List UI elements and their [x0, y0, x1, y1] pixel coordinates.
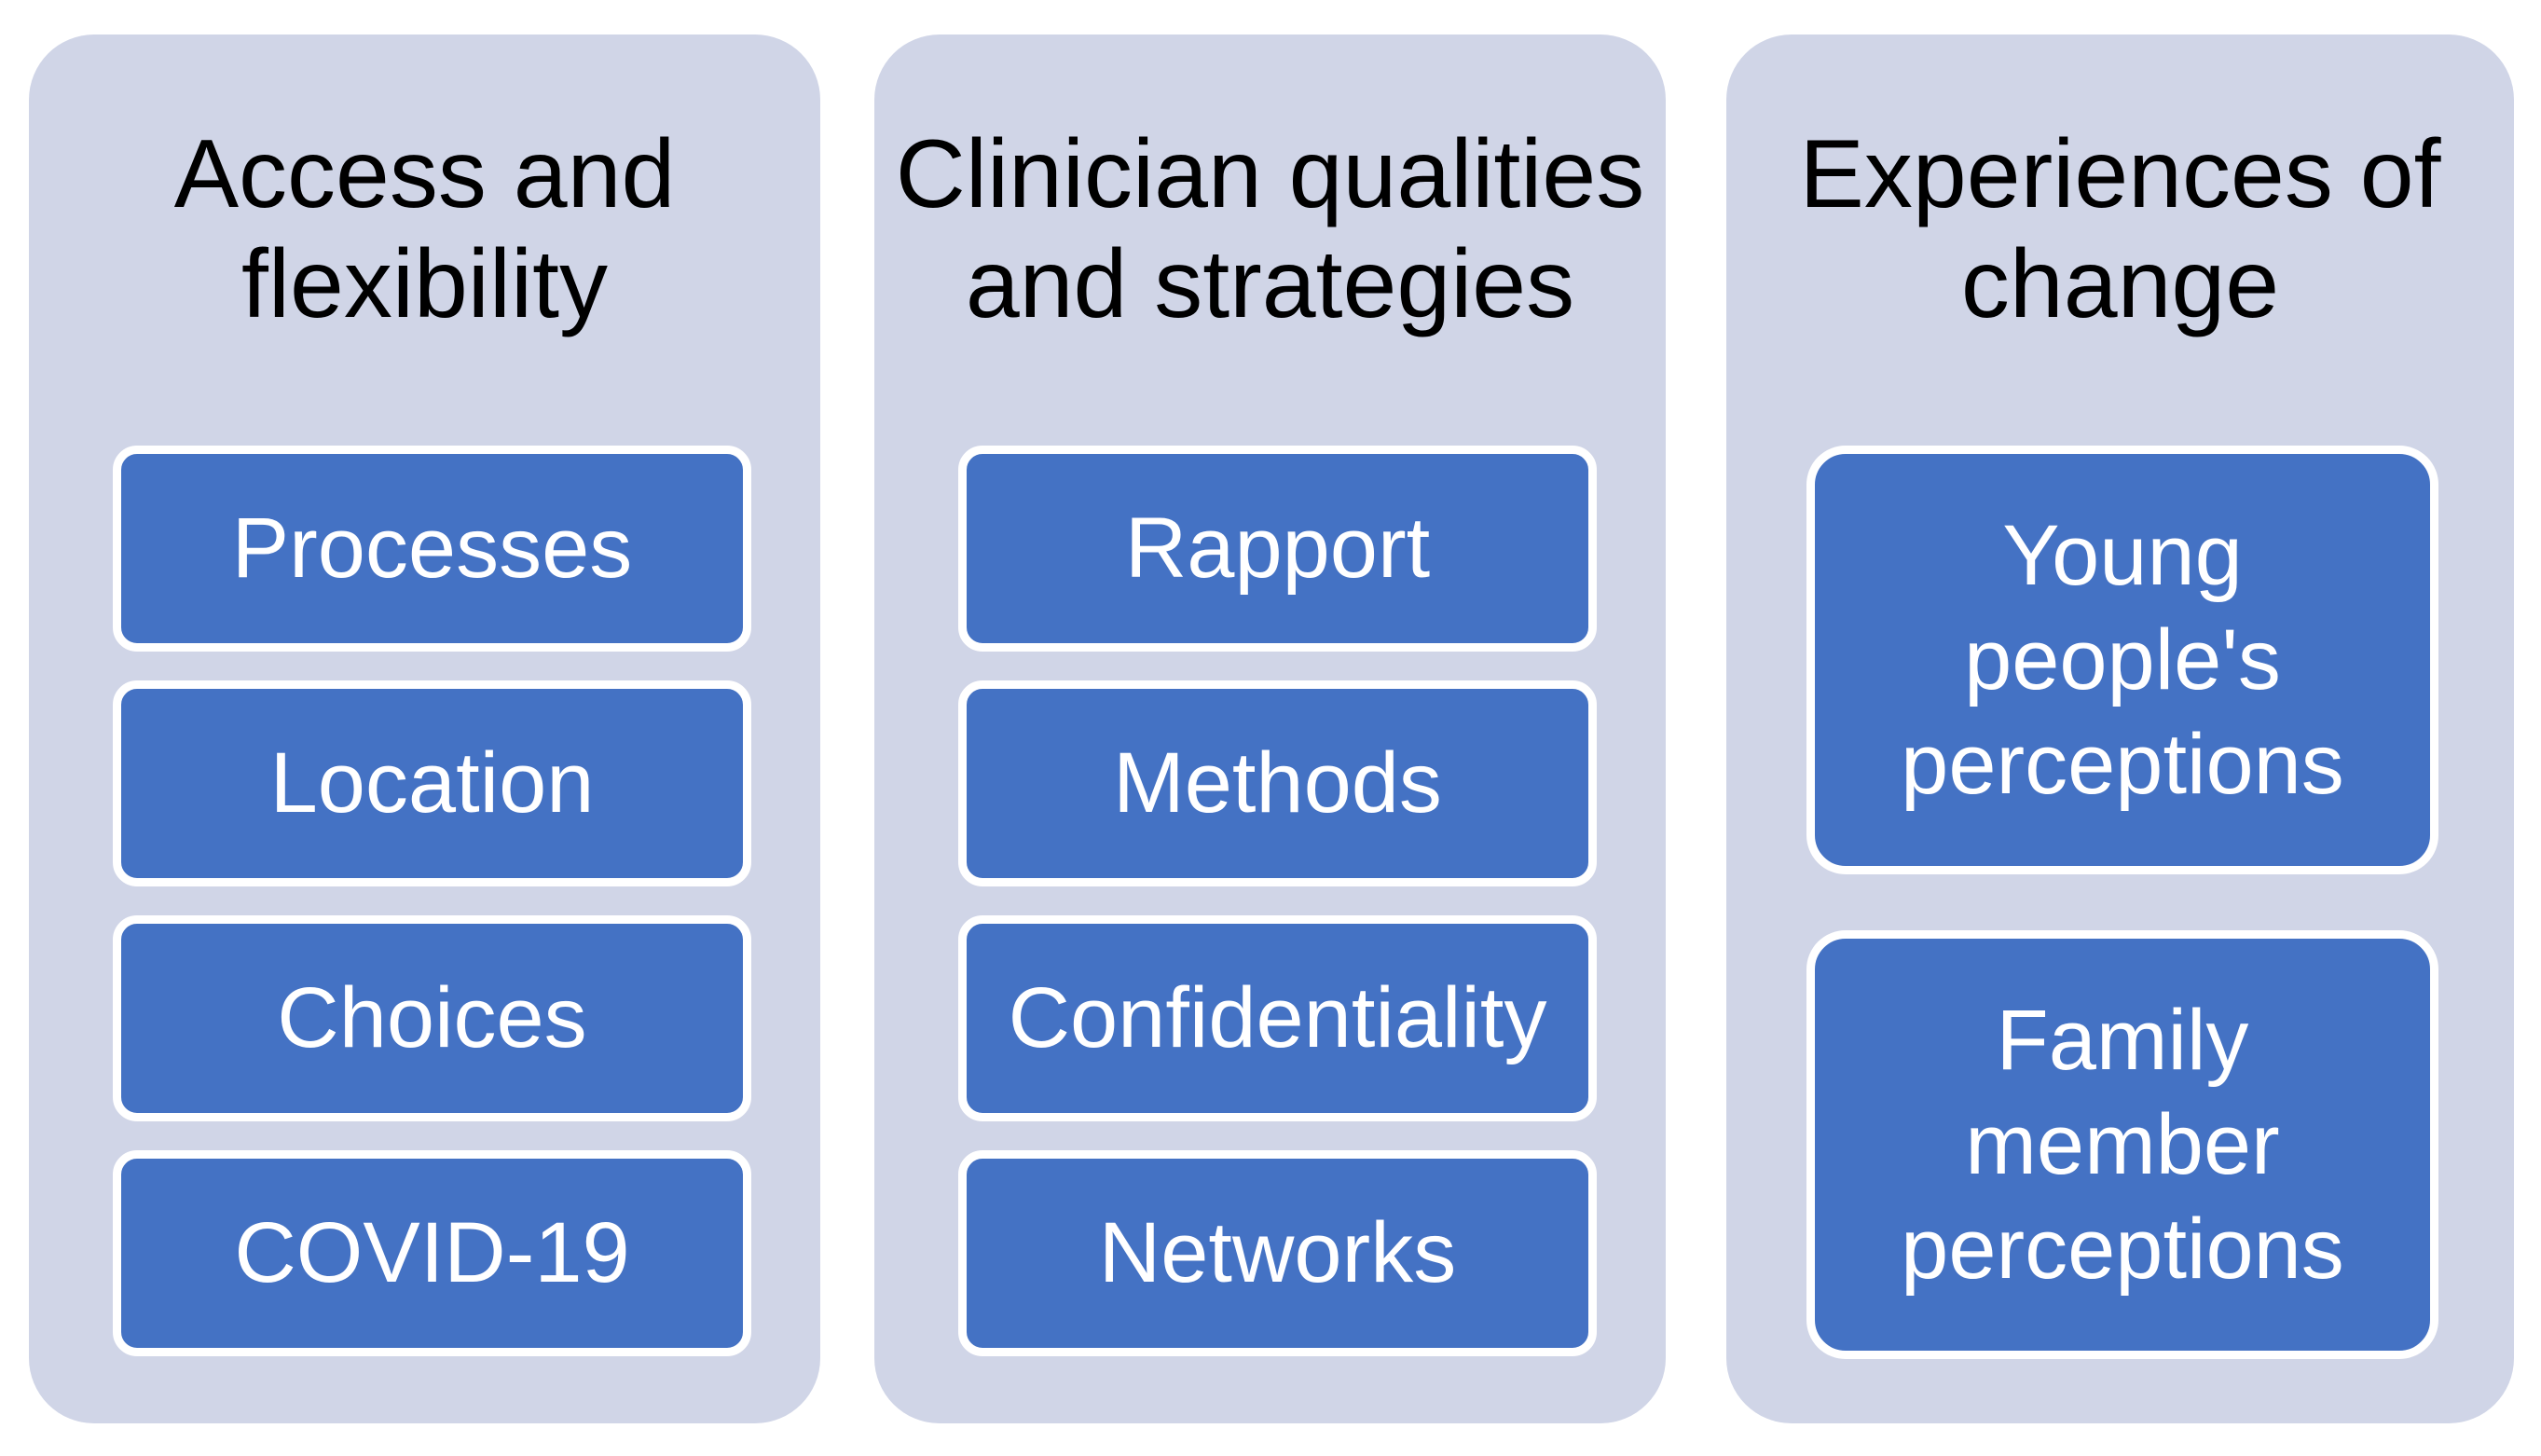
column-title: Access and flexibility: [173, 120, 676, 338]
theme-box-label: Family member perceptions: [1901, 992, 2344, 1298]
theme-box-family-member-perceptions: Family member perceptions: [1806, 930, 2438, 1359]
theme-box-label: Confidentiality: [1008, 970, 1547, 1066]
theme-box-confidentiality: Confidentiality: [958, 915, 1597, 1121]
theme-box-label: Choices: [277, 970, 587, 1066]
theme-box-networks: Networks: [958, 1150, 1597, 1356]
column-title: Experiences of change: [1799, 120, 2441, 338]
theme-box-label: Networks: [1098, 1205, 1457, 1301]
theme-box-processes: Processes: [113, 446, 751, 652]
theme-box-label: Methods: [1113, 735, 1442, 831]
theme-box-choices: Choices: [113, 915, 751, 1121]
theme-box-covid-19: COVID-19: [113, 1150, 751, 1356]
theme-box-location: Location: [113, 680, 751, 886]
theme-box-label: Rapport: [1124, 501, 1431, 597]
column-title: Clinician qualities and strategies: [895, 120, 1645, 338]
theme-box-methods: Methods: [958, 680, 1597, 886]
column-access-and-flexibility: Access and flexibility Processes Locatio…: [29, 34, 820, 1423]
theme-box-label: COVID-19: [234, 1205, 630, 1301]
theme-box-label: Location: [269, 735, 595, 831]
theme-box-rapport: Rapport: [958, 446, 1597, 652]
column-experiences-of-change: Experiences of change Young people's per…: [1726, 34, 2514, 1423]
theme-box-young-peoples-perceptions: Young people's perceptions: [1806, 446, 2438, 874]
theme-box-label: Young people's perceptions: [1901, 507, 2344, 813]
theme-box-label: Processes: [231, 501, 633, 597]
column-clinician-qualities-and-strategies: Clinician qualities and strategies Rappo…: [874, 34, 1666, 1423]
